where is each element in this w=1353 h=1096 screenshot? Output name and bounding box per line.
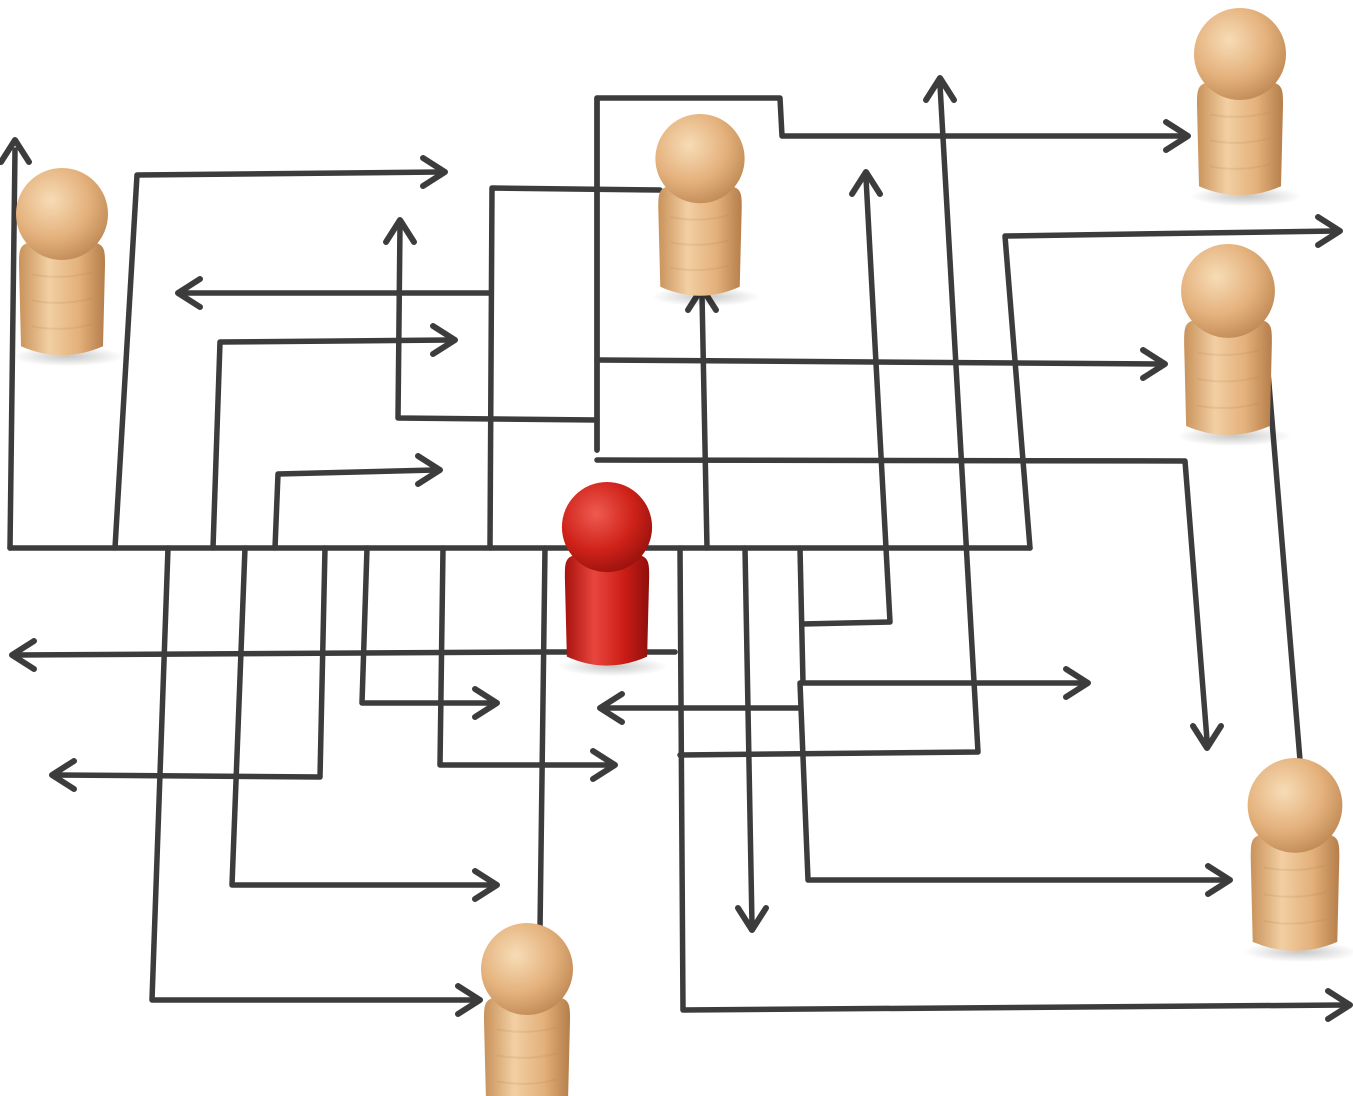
wood-grain: [496, 1078, 558, 1085]
pawn-head: [1194, 8, 1286, 100]
arrow-head: [1140, 347, 1168, 381]
wood-grain: [1209, 137, 1271, 144]
pawn-body: [1184, 319, 1272, 436]
wood-grain: [1197, 402, 1259, 409]
arrow-head: [1190, 723, 1224, 751]
pawn-body: [484, 996, 570, 1096]
pawn-head: [16, 168, 108, 260]
maze-line: [112, 169, 443, 551]
arrow-head: [1325, 988, 1353, 1022]
wood-grain: [1209, 111, 1271, 118]
pawn-wood-bottom-right: [1243, 758, 1353, 963]
maze-line: [7, 147, 18, 551]
arrow-head: [455, 983, 483, 1017]
maze-line: [677, 545, 1348, 1013]
pawn-wood-mid-right: [1176, 244, 1292, 447]
wood-grain: [31, 271, 93, 278]
pawn-head: [1181, 244, 1275, 338]
wood-grain: [496, 1052, 558, 1059]
maze-line: [797, 545, 1086, 686]
pawns: [12, 8, 1353, 1096]
arrow-head: [383, 217, 417, 245]
pawn-body: [1250, 833, 1340, 951]
wood-grain: [670, 239, 730, 246]
maze-line: [797, 680, 1228, 883]
maze-line: [537, 545, 548, 933]
maze-line: [1264, 357, 1303, 763]
pawn-head: [481, 923, 573, 1015]
maze-line: [699, 292, 710, 551]
arrow-head: [472, 686, 500, 720]
wood-grain: [1197, 375, 1259, 383]
arrow-head: [430, 323, 458, 357]
arrow-head: [590, 748, 618, 782]
arrow-head: [1163, 119, 1191, 153]
arrow-head: [923, 75, 957, 103]
wood-grain: [31, 297, 93, 304]
arrow-head: [1063, 666, 1091, 700]
arrow-head: [1315, 214, 1343, 248]
arrow-head: [415, 453, 443, 487]
pawn-wood-top-right: [1190, 8, 1302, 207]
maze-line: [437, 545, 613, 768]
pawn-body: [564, 554, 650, 666]
maze-line: [272, 467, 438, 551]
maze-line: [210, 337, 453, 551]
maze-line: [359, 545, 495, 706]
arrow-head: [0, 137, 32, 165]
pawn-wood-left: [12, 168, 124, 367]
arrow-head: [735, 905, 769, 933]
arrow-head: [849, 169, 883, 197]
wood-grain: [1209, 163, 1271, 170]
arrow-head: [420, 155, 448, 189]
wood-grain: [1263, 864, 1327, 872]
arrow-head: [472, 868, 500, 902]
maze-line: [487, 185, 663, 551]
maze-lines: [7, 82, 1348, 1013]
pawn-wood-bottom-center: [481, 923, 573, 1096]
pawn-wood-top-center: [651, 114, 761, 307]
maze-line: [799, 175, 893, 627]
wood-grain: [670, 214, 730, 221]
wood-grain: [1197, 349, 1259, 356]
arrow-head: [1205, 863, 1233, 897]
arrow-head: [9, 638, 37, 672]
wood-grain: [1263, 918, 1327, 925]
pawn-head: [561, 482, 653, 573]
wood-grain: [670, 264, 730, 272]
maze-line: [52, 545, 328, 780]
maze-line: [677, 82, 981, 758]
wood-grain: [1263, 891, 1327, 898]
arrow-head: [175, 276, 203, 310]
arrow-head: [597, 691, 625, 725]
maze-line: [594, 457, 1210, 743]
pawn-body: [19, 241, 105, 356]
maze-line: [395, 222, 600, 423]
pawn-head: [655, 114, 745, 204]
pawn-red-center: [558, 482, 668, 677]
wood-grain: [496, 1026, 558, 1033]
maze-line: [1002, 228, 1338, 551]
maze-line: [149, 545, 478, 1003]
maze-line: [229, 545, 495, 888]
wood-grain: [31, 323, 93, 330]
pawn-body: [658, 185, 742, 296]
pawn-head: [1247, 758, 1343, 853]
maze-line: [742, 545, 755, 928]
arrow-head: [49, 758, 77, 792]
pawn-body: [1197, 81, 1283, 196]
